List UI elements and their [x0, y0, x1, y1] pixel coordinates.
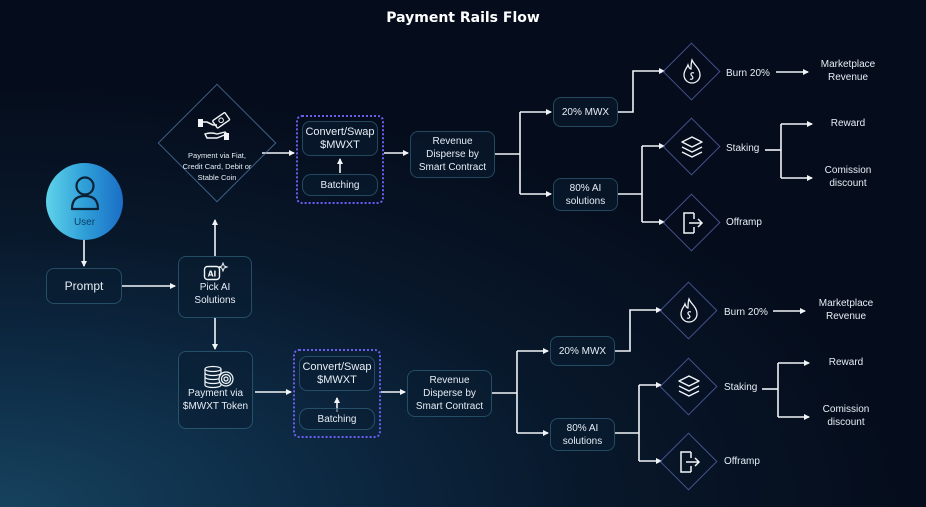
layers-icon [681, 136, 703, 158]
token-convert-line2: $MWXT [317, 373, 357, 386]
token-staking-label: Staking [724, 382, 758, 393]
user-icon [70, 176, 100, 211]
fiat-payment-line1: Payment via Fiat, [188, 151, 246, 160]
coin-stack-icon [204, 365, 234, 389]
fiat-commission-line2: discount [829, 178, 867, 189]
token-commission-label: Comission discount [810, 403, 882, 429]
token-revenue-line2: Disperse by [423, 388, 476, 399]
token-payment-line2: $MWXT Token [182, 401, 249, 412]
token-revenue-line1: Revenue [429, 375, 470, 386]
token-split-mwx-node: 20% MWX [550, 336, 615, 366]
token-revenue-line3: Smart Contract [415, 401, 484, 412]
fiat-payment-line2: Credit Card, Debit or [182, 162, 252, 171]
fiat-convert-line1: Convert/Swap [305, 125, 375, 138]
fiat-split-ai-line1: 80% AI [569, 182, 602, 194]
token-arrow-mwx-to-burn [615, 307, 662, 352]
token-revenue-node: Revenue Disperse by Smart Contract [407, 370, 492, 417]
fiat-split-mwx-node: 20% MWX [553, 97, 618, 127]
fiat-marketplace-revenue: Marketplace Revenue [812, 58, 884, 84]
fiat-marketplace-line2: Revenue [827, 72, 869, 83]
token-conversion-group [293, 349, 381, 438]
fire-icon [680, 297, 698, 323]
fire-icon [683, 58, 701, 84]
hand-money-icon [198, 112, 231, 140]
fiat-commission-line1: Comission [824, 165, 872, 176]
token-reward-label: Reward [828, 357, 864, 368]
fiat-revenue-node: Revenue Disperse by Smart Contract [410, 131, 495, 178]
fiat-payment-label: Payment via Fiat, Credit Card, Debit or … [168, 150, 266, 183]
token-marketplace-revenue: Marketplace Revenue [810, 297, 882, 323]
fiat-split-ai-line2: solutions [565, 195, 606, 207]
token-split-ai-line1: 80% AI [566, 422, 599, 434]
diagram-title: Payment Rails Flow [386, 10, 540, 26]
token-payment-line1: Payment via [187, 388, 244, 399]
token-batching-label: Batching [317, 413, 357, 425]
token-commission-line1: Comission [822, 404, 870, 415]
fiat-payment-line3: Stable Coin [197, 173, 237, 182]
pick-ai-line2: Solutions [194, 295, 236, 306]
token-split-mwx-label: 20% MWX [558, 345, 607, 357]
exit-arrow-icon [683, 212, 704, 234]
fiat-arrow-mwx-to-burn [618, 68, 665, 113]
fiat-revenue-line1: Revenue [432, 136, 473, 147]
exit-arrow-icon [680, 451, 701, 473]
fiat-split-ai-node: 80% AI solutions [553, 178, 618, 211]
user-label: User [73, 217, 96, 228]
fiat-convert-node: Convert/Swap $MWXT [302, 121, 378, 156]
fiat-reward-label: Reward [830, 118, 866, 129]
token-offramp-label: Offramp [724, 456, 760, 467]
svg-text:AI: AI [208, 270, 217, 279]
fiat-split-mwx-label: 20% MWX [561, 106, 610, 118]
pick-ai-line1: Pick AI [199, 282, 231, 293]
user-node: User [46, 163, 123, 240]
token-convert-node: Convert/Swap $MWXT [299, 356, 375, 391]
fiat-offramp-label: Offramp [726, 217, 762, 228]
fiat-commission-label: Comission discount [812, 164, 884, 190]
token-split-ai-line2: solutions [562, 435, 603, 447]
ai-sparkle-icon: AI [203, 262, 229, 281]
token-commission-line2: discount [827, 417, 865, 428]
fiat-batching-node: Batching [302, 174, 378, 196]
token-convert-line1: Convert/Swap [302, 360, 372, 373]
token-burn-label: Burn 20% [724, 307, 768, 318]
fiat-revenue-line2: Disperse by [426, 149, 479, 160]
pick-ai-node: AI Pick AI Solutions [178, 256, 252, 318]
token-marketplace-line1: Marketplace [818, 298, 874, 309]
token-payment-node: Payment via $MWXT Token [178, 351, 253, 429]
token-batching-node: Batching [299, 408, 375, 430]
prompt-node: Prompt [46, 268, 122, 304]
token-marketplace-line2: Revenue [825, 311, 867, 322]
fiat-batching-label: Batching [320, 179, 360, 191]
prompt-label: Prompt [64, 278, 104, 293]
fiat-conversion-group [296, 115, 384, 204]
fiat-convert-line2: $MWXT [320, 138, 360, 151]
token-split-ai-node: 80% AI solutions [550, 418, 615, 451]
fiat-burn-label: Burn 20% [726, 68, 770, 79]
fiat-revenue-line3: Smart Contract [418, 162, 487, 173]
layers-icon [678, 375, 700, 397]
fiat-marketplace-line1: Marketplace [820, 59, 876, 70]
fiat-staking-label: Staking [726, 143, 760, 154]
